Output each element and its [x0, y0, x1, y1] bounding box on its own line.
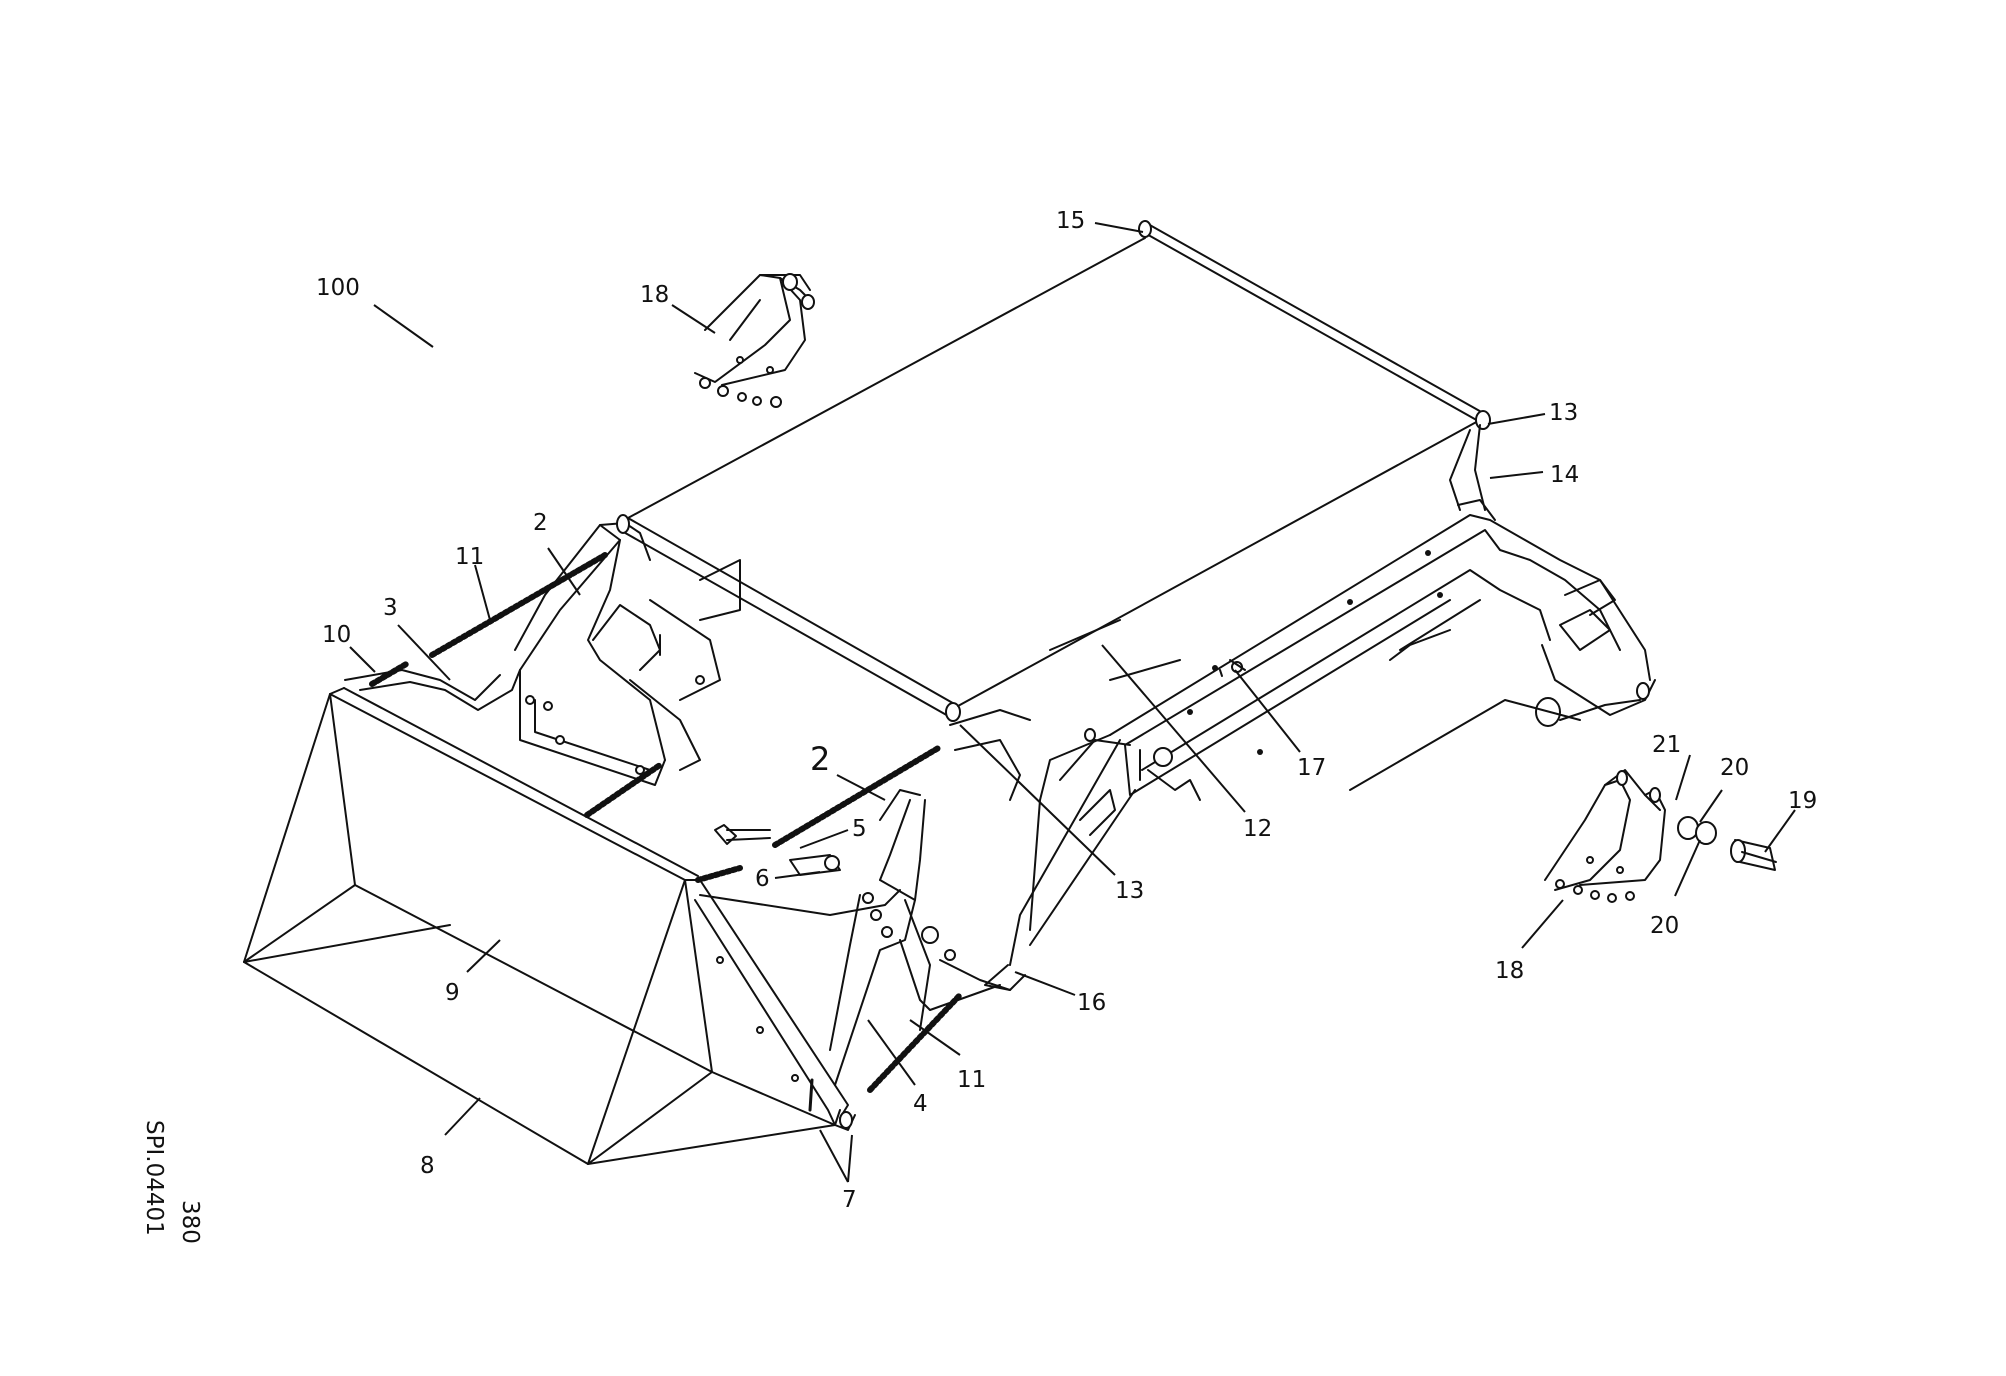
callout-7: 7: [842, 1187, 857, 1213]
quick-coupler-bracket-top: [694, 273, 815, 408]
callout-19: 19: [1788, 788, 1817, 814]
callout-9: 9: [445, 980, 460, 1006]
document-reference: 380 SPI.04401: [141, 1120, 203, 1244]
cross-tubes: [616, 220, 1491, 722]
callout-13-center: 13: [1115, 878, 1144, 904]
bucket: [243, 687, 836, 1165]
callout-18-top: 18: [640, 282, 669, 308]
callout-2-center: 2: [810, 740, 830, 778]
callout-4: 4: [913, 1091, 928, 1117]
callout-20-bottom: 20: [1650, 913, 1679, 939]
callout-15: 15: [1056, 208, 1085, 234]
callout-100: 100: [316, 275, 360, 301]
callout-16: 16: [1077, 990, 1106, 1016]
callout-20-top: 20: [1720, 755, 1749, 781]
callout-8: 8: [420, 1153, 435, 1179]
callout-11-bottom: 11: [957, 1067, 986, 1093]
callout-labels: 100 15 18 13 14 2 11 3 10 2 5 6 13 12 17…: [316, 208, 1817, 1213]
callout-5: 5: [852, 816, 867, 842]
left-tool-carrier: [344, 522, 741, 786]
callout-17: 17: [1297, 755, 1326, 781]
callout-2-left: 2: [533, 510, 548, 536]
doc-ref-line1: 380: [177, 1200, 203, 1244]
callout-3: 3: [383, 595, 398, 621]
quick-coupler-bracket-bottom: [1544, 769, 1666, 903]
callout-14: 14: [1550, 462, 1579, 488]
pin-parts: [1677, 816, 1777, 871]
callout-18-bottom: 18: [1495, 958, 1524, 984]
doc-ref-line2: SPI.04401: [141, 1120, 167, 1236]
callout-21: 21: [1652, 732, 1681, 758]
callout-13-right: 13: [1549, 400, 1578, 426]
callout-6: 6: [755, 866, 770, 892]
callout-10: 10: [322, 622, 351, 648]
callout-12: 12: [1243, 816, 1272, 842]
callout-11-top: 11: [455, 544, 484, 570]
leader-lines: [349, 222, 1796, 1183]
right-boom: [939, 424, 1656, 991]
center-linkage: [584, 744, 1001, 1131]
hydraulic-rod-left: [429, 552, 608, 658]
